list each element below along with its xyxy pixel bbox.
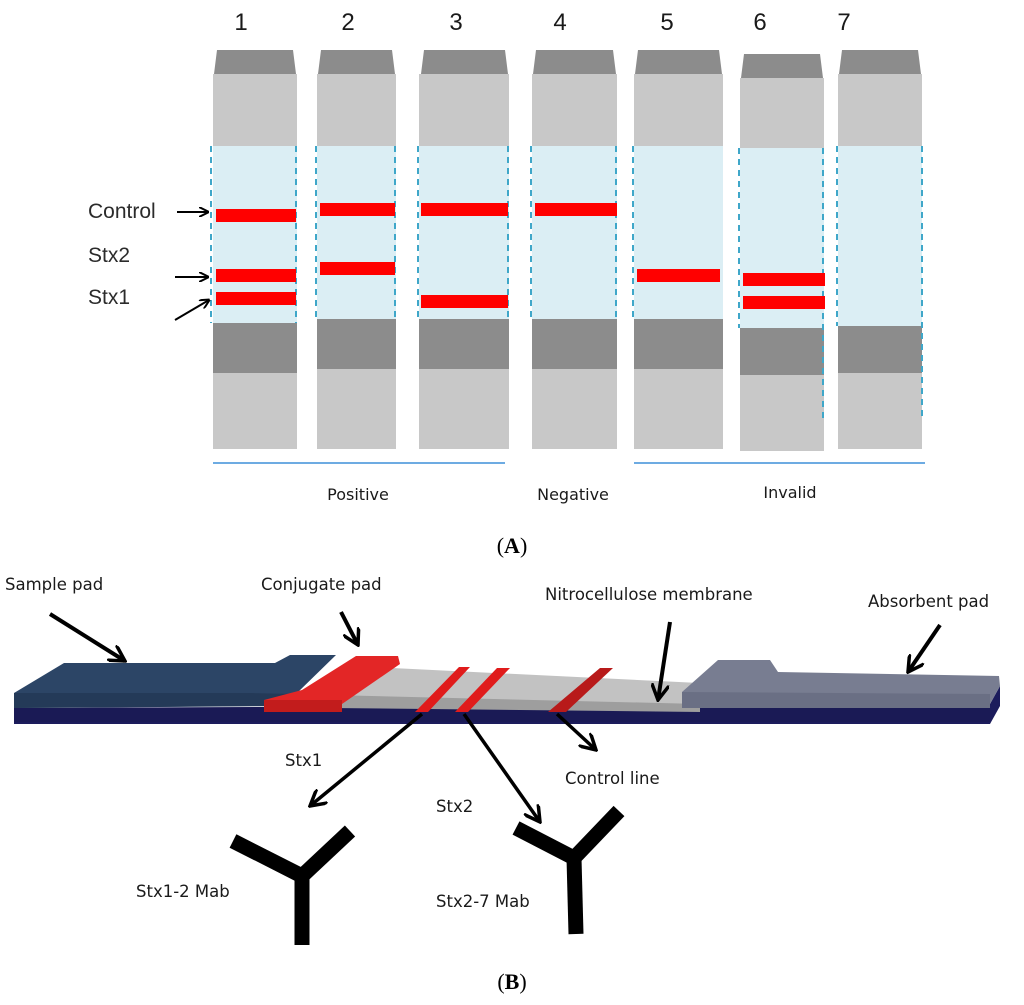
panel-b: Sample pad Conjugate pad Nitrocellulose … (5, 575, 1000, 994)
test-strip-6 (738, 54, 825, 451)
strip-number-3: 3 (449, 9, 462, 36)
strip-number-4: 4 (553, 9, 566, 36)
stx1-band (216, 292, 296, 305)
stx1-2-mab-label: Stx1-2 Mab (136, 882, 230, 901)
absorbent-pad-label: Absorbent pad (868, 592, 989, 611)
negative-label: Negative (537, 485, 609, 504)
stx1-label: Stx1 (285, 751, 322, 770)
conjugate-pad-arrow (339, 611, 358, 645)
panel-a: 1 2 3 4 5 6 7 (88, 9, 925, 558)
stx1-label: Stx1 (88, 286, 130, 309)
strip-number-2: 2 (341, 9, 354, 36)
strip-number-7: 7 (837, 9, 850, 36)
nitrocellulose-arrow (658, 621, 672, 700)
conjugate-pad-label: Conjugate pad (261, 575, 382, 594)
strip-number-1: 1 (234, 9, 247, 36)
stx1-test-line (415, 667, 470, 712)
control-label: Control (88, 200, 156, 223)
panel-b-label: (B) (497, 969, 526, 994)
stx2-arrow (462, 712, 540, 822)
positive-label: Positive (327, 485, 389, 504)
control-line-label: Control line (565, 769, 660, 788)
stx2-band (320, 262, 395, 275)
test-strip-3 (417, 50, 509, 449)
test-strip-1 (210, 50, 297, 449)
control-band (216, 209, 296, 222)
stx2-band (743, 273, 825, 286)
stx1-2-antibody-icon (229, 825, 356, 945)
stx1-band (421, 295, 508, 308)
strip-number-6: 6 (753, 9, 766, 36)
control-band (535, 203, 617, 216)
test-strip-2 (315, 50, 396, 449)
nitrocellulose-membrane (320, 668, 720, 704)
stx2-label: Stx2 (436, 797, 473, 816)
test-strip-7 (836, 50, 923, 449)
invalid-label: Invalid (763, 483, 816, 502)
stx1-arrow (310, 712, 424, 806)
control-line-arrow (555, 712, 596, 750)
strip-number-5: 5 (660, 9, 673, 36)
control-test-line (548, 668, 613, 712)
stx2-test-line (455, 668, 510, 712)
control-band (320, 203, 395, 216)
stx2-7-mab-label: Stx2-7 Mab (436, 892, 530, 911)
panel-a-label: (A) (497, 533, 528, 558)
control-band (421, 203, 508, 216)
stx1-arrow (174, 300, 209, 321)
stx2-band (216, 269, 296, 282)
test-strip-5 (632, 50, 723, 449)
stx2-band (637, 269, 720, 282)
stx1-band (743, 296, 825, 309)
sample-pad-arrow (48, 612, 125, 661)
sample-pad-label: Sample pad (5, 575, 103, 594)
absorbent-pad-arrow (908, 623, 942, 672)
test-strip-4 (530, 50, 617, 449)
conjugate-pad (264, 656, 400, 704)
stx2-7-antibody-icon (512, 805, 625, 935)
stx2-label: Stx2 (88, 244, 130, 267)
nitrocellulose-label: Nitrocellulose membrane (545, 585, 753, 604)
